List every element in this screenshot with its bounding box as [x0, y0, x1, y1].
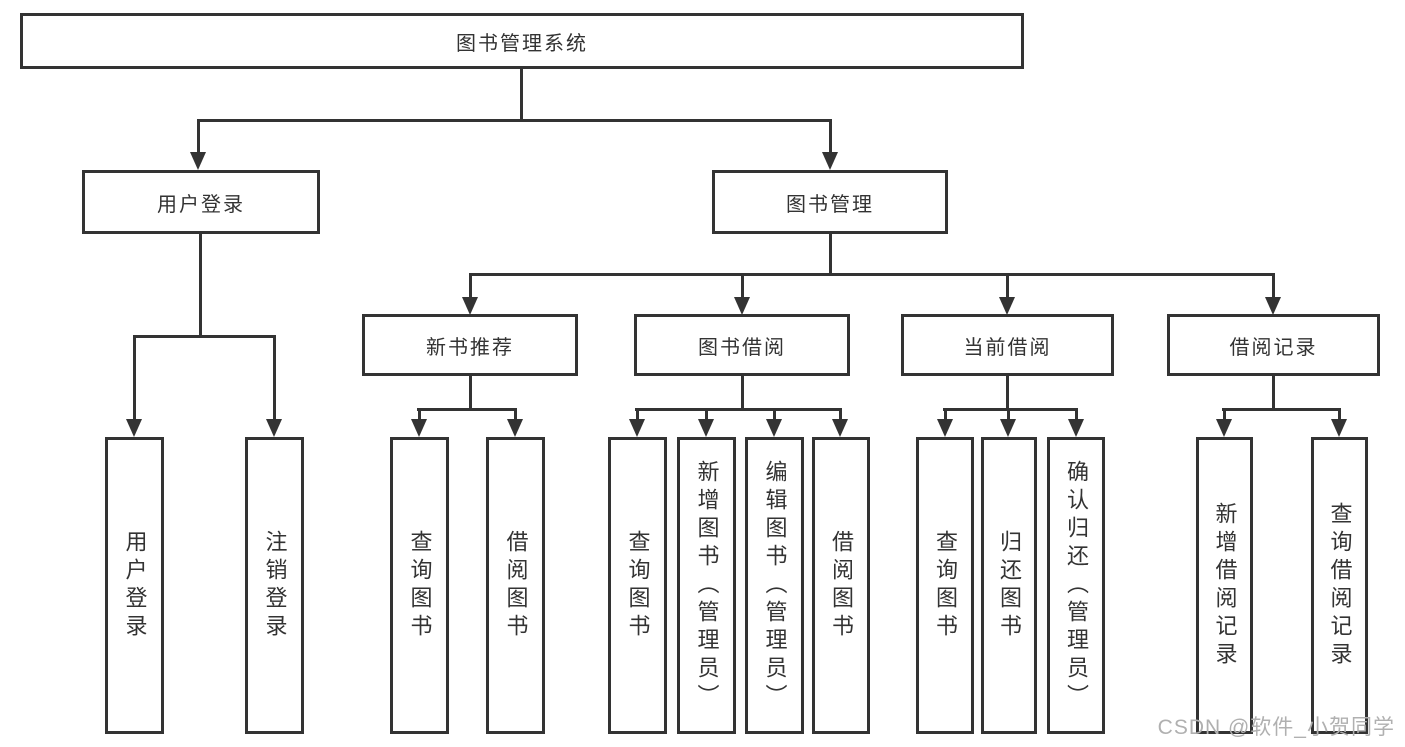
connector-line	[705, 408, 708, 421]
connector-line	[197, 119, 200, 155]
connector-line	[469, 376, 472, 411]
connector-line	[1006, 376, 1009, 411]
connector-line	[1222, 408, 1341, 411]
connector-line	[469, 273, 1275, 276]
connector-line	[133, 335, 276, 338]
node-cb-query-books: 查询图书	[916, 437, 974, 734]
node-borrowing-records: 借阅记录	[1167, 314, 1380, 376]
node-bb-edit-books-admin: 编辑图书（管理员）	[745, 437, 804, 734]
connector-line	[273, 335, 276, 421]
connector-line	[635, 408, 842, 411]
arrow-down-icon	[411, 419, 427, 437]
connector-line	[1007, 408, 1010, 421]
connector-line	[773, 408, 776, 421]
connector-line	[829, 119, 832, 155]
connector-line	[943, 408, 1078, 411]
node-book-borrowing: 图书借阅	[634, 314, 850, 376]
connector-line	[944, 408, 947, 421]
connector-line	[741, 273, 744, 299]
connector-line	[197, 119, 832, 122]
arrow-down-icon	[126, 419, 142, 437]
connector-line	[1338, 408, 1341, 421]
arrow-down-icon	[629, 419, 645, 437]
node-bb-add-books-admin: 新增图书（管理员）	[677, 437, 736, 734]
node-br-query-record: 查询借阅记录	[1311, 437, 1368, 734]
node-cb-confirm-return-admin: 确认归还（管理员）	[1047, 437, 1105, 734]
connector-line	[520, 68, 523, 122]
node-library-management-system: 图书管理系统	[20, 13, 1024, 69]
connector-line	[514, 408, 517, 421]
node-nbr-borrow-books: 借阅图书	[486, 437, 545, 734]
node-bb-borrow-books: 借阅图书	[812, 437, 870, 734]
node-book-management: 图书管理	[712, 170, 948, 234]
arrow-down-icon	[1331, 419, 1347, 437]
arrow-down-icon	[822, 152, 838, 170]
connector-line	[133, 335, 136, 421]
arrow-down-icon	[1000, 419, 1016, 437]
node-user-login: 用户登录	[82, 170, 320, 234]
connector-line	[469, 273, 472, 299]
arrow-down-icon	[266, 419, 282, 437]
arrow-down-icon	[190, 152, 206, 170]
arrow-down-icon	[698, 419, 714, 437]
arrow-down-icon	[462, 297, 478, 315]
connector-line	[1075, 408, 1078, 421]
connector-line	[1272, 273, 1275, 299]
arrow-down-icon	[507, 419, 523, 437]
node-new-book-recommendation: 新书推荐	[362, 314, 578, 376]
node-br-add-record: 新增借阅记录	[1196, 437, 1253, 734]
connector-line	[741, 376, 744, 411]
arrow-down-icon	[999, 297, 1015, 315]
arrow-down-icon	[766, 419, 782, 437]
arrow-down-icon	[734, 297, 750, 315]
connector-line	[199, 234, 202, 338]
connector-line	[1006, 273, 1009, 299]
connector-line	[418, 408, 421, 421]
connector-line	[636, 408, 639, 421]
arrow-down-icon	[937, 419, 953, 437]
arrow-down-icon	[1068, 419, 1084, 437]
connector-line	[829, 234, 832, 276]
node-cb-return-books: 归还图书	[981, 437, 1037, 734]
connector-line	[839, 408, 842, 421]
arrow-down-icon	[832, 419, 848, 437]
node-bb-query-books: 查询图书	[608, 437, 667, 734]
node-leaf-logout: 注销登录	[245, 437, 304, 734]
connector-line	[1223, 408, 1226, 421]
node-leaf-user-login: 用户登录	[105, 437, 164, 734]
arrow-down-icon	[1216, 419, 1232, 437]
csdn-watermark: CSDN @软件_小贺同学	[1157, 716, 1395, 739]
connector-line	[1272, 376, 1275, 411]
node-nbr-query-books: 查询图书	[390, 437, 449, 734]
connector-line	[417, 408, 517, 411]
arrow-down-icon	[1265, 297, 1281, 315]
node-current-borrowing: 当前借阅	[901, 314, 1114, 376]
